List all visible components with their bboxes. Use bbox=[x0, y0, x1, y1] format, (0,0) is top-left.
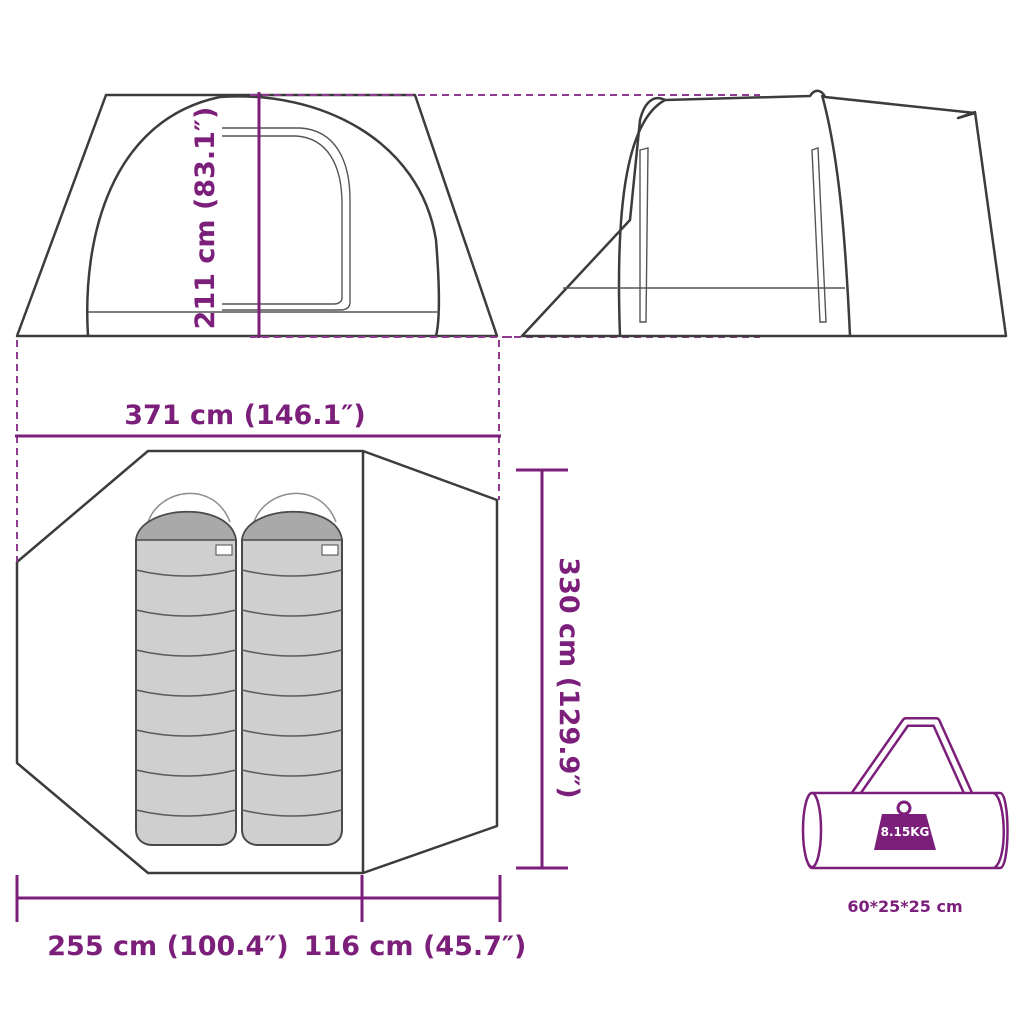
weight-icon: 8.15KG bbox=[874, 800, 936, 850]
height-label: 211 cm (83.1″) bbox=[190, 107, 221, 330]
side-view-front-hoop bbox=[617, 98, 666, 337]
depth-label: 330 cm (129.9″) bbox=[553, 557, 584, 798]
carry-bag: 8.15KG 60*25*25 cm bbox=[801, 717, 1009, 916]
sleeping-bag-right bbox=[241, 492, 343, 846]
sleeping-area-label: 255 cm (100.4″) bbox=[47, 931, 288, 962]
width-label: 371 cm (146.1″) bbox=[124, 400, 365, 431]
bag-weight-label: 8.15KG bbox=[881, 825, 930, 839]
front-view: 211 cm (83.1″) bbox=[15, 92, 760, 338]
front-view-door-panel-inner bbox=[222, 135, 343, 305]
front-view-door-panel bbox=[222, 127, 351, 311]
side-view bbox=[505, 89, 1008, 338]
vestibule-label: 116 cm (45.7″) bbox=[304, 931, 527, 962]
front-view-door-arch bbox=[86, 95, 441, 337]
front-view-outline bbox=[15, 93, 499, 338]
bag-size-label: 60*25*25 cm bbox=[847, 897, 962, 916]
top-view: 371 cm (146.1″) 330 cm (129.9″) 255 cm (… bbox=[15, 340, 584, 962]
side-view-window-left bbox=[639, 147, 649, 323]
side-view-window-right bbox=[811, 147, 827, 323]
sleeping-bag-left bbox=[135, 492, 237, 846]
side-view-rear-hoop bbox=[820, 94, 852, 337]
side-view-outline bbox=[520, 89, 1008, 338]
